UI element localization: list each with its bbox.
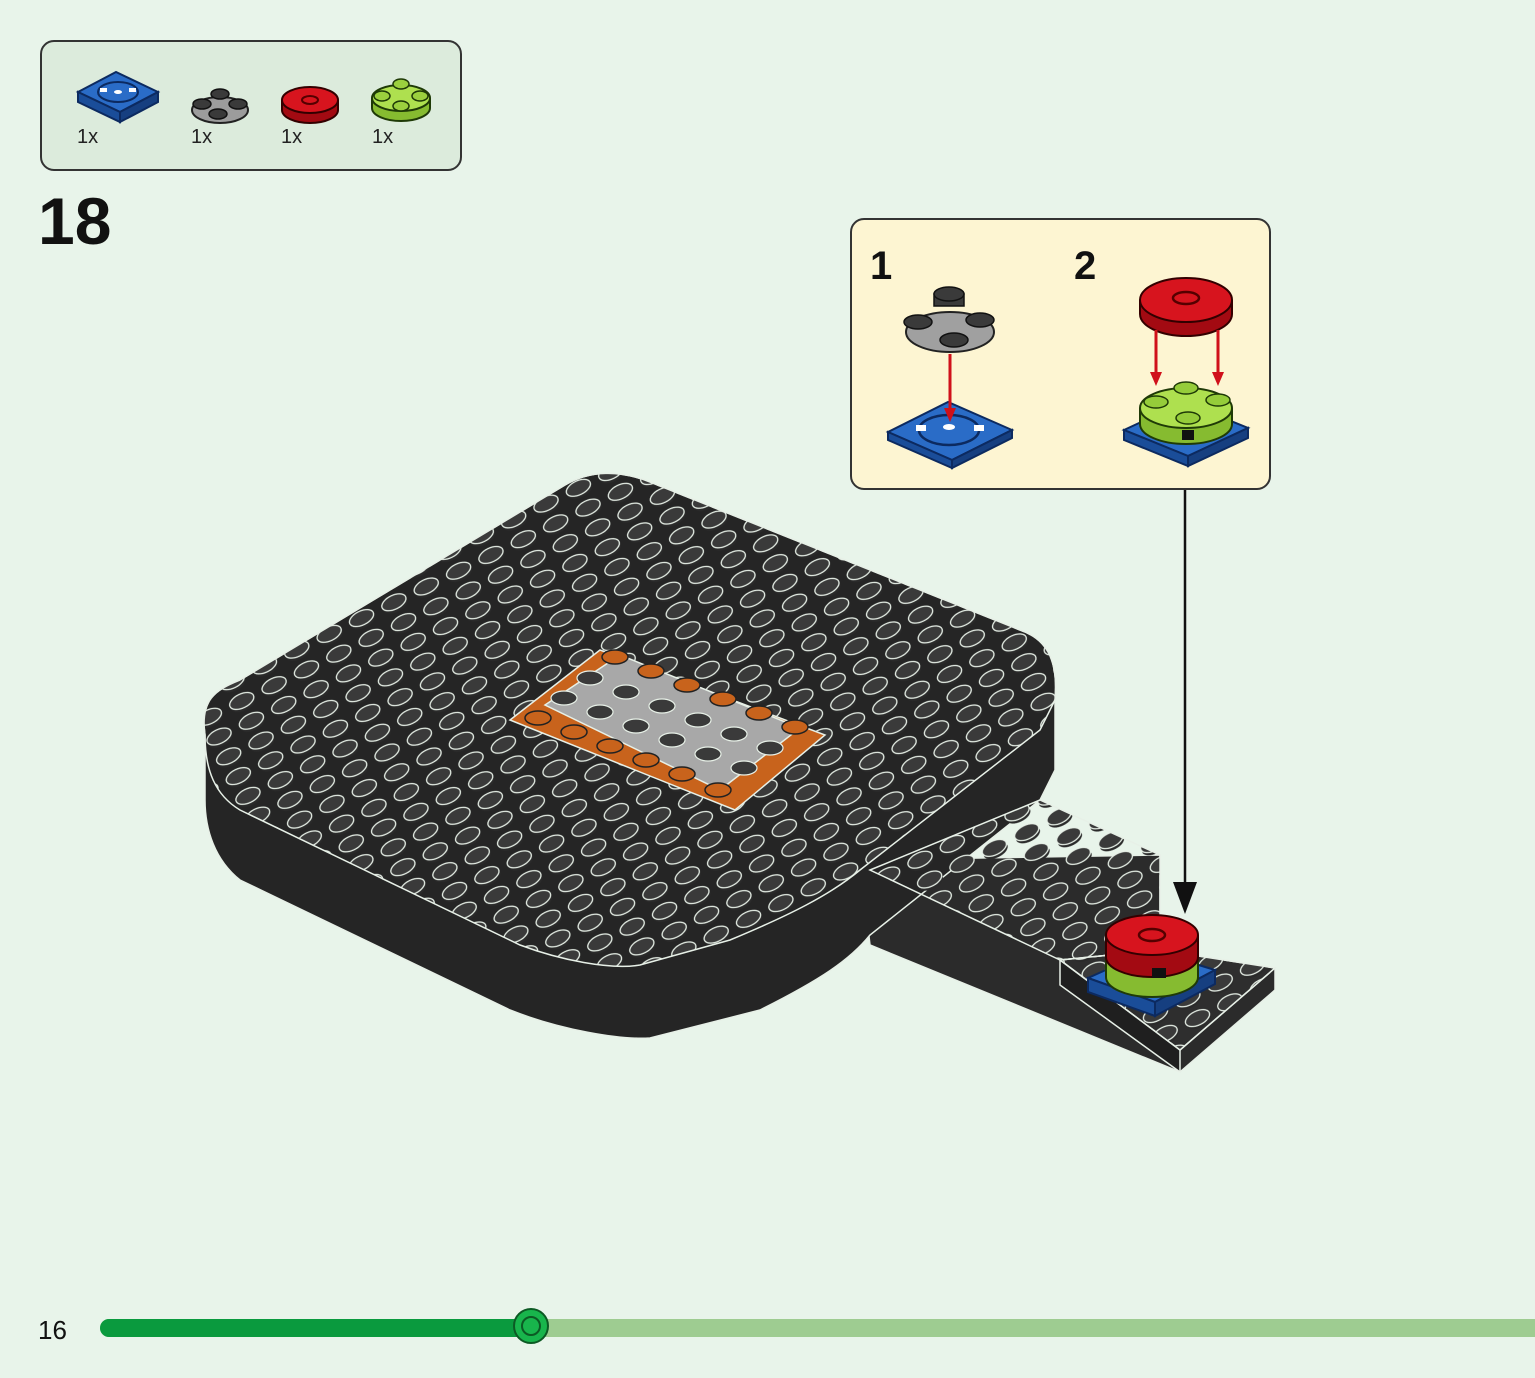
part-qty-label: 1x	[281, 126, 303, 148]
red-round-tile-part-icon	[281, 86, 339, 124]
substep-1-illustration	[885, 286, 1015, 470]
part-qty-label: 1x	[77, 126, 99, 148]
step-number: 18	[38, 184, 112, 258]
progress-bar	[100, 1308, 1535, 1344]
part-qty-label: 1x	[372, 126, 394, 148]
progress-bar-fill	[100, 1319, 531, 1337]
progress-indicator-knob	[512, 1308, 549, 1344]
substep-number: 2	[1074, 244, 1097, 288]
blue-turntable-part-icon	[75, 70, 161, 124]
part-qty-label: 1x	[191, 126, 213, 148]
substep-2-illustration	[1121, 277, 1251, 468]
parts-list-box: 1x 1x 1x 1x	[40, 40, 462, 171]
lime-round-plate-part-icon	[371, 78, 431, 122]
page-number: 16	[38, 1315, 67, 1345]
substep-number: 1	[870, 244, 893, 288]
gray-round-plate-part-icon	[191, 88, 249, 124]
subassembly-callout: 1 2	[850, 218, 1271, 490]
